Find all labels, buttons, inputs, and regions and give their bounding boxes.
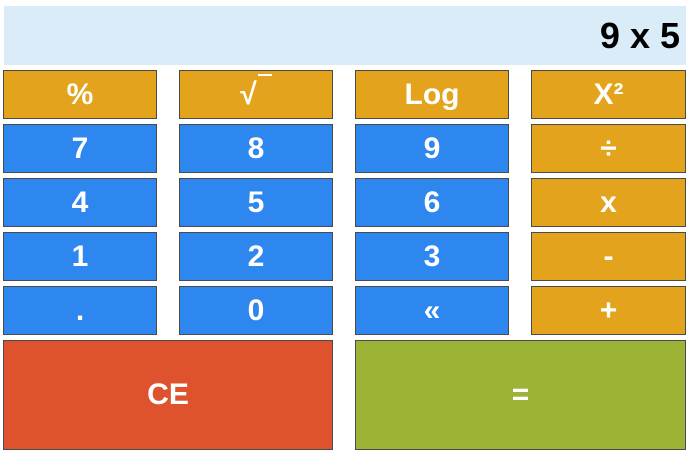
digit-5-label: 5 — [247, 185, 265, 219]
calculator-display: 9 x 5 — [4, 6, 686, 65]
percent-button[interactable]: % — [3, 70, 157, 119]
multiply-label: x — [600, 185, 617, 219]
digit-9-button[interactable]: 9 — [355, 124, 509, 173]
minus-button[interactable]: - — [531, 232, 686, 281]
digit-1-label: 1 — [71, 239, 89, 273]
square-root-label: √ — [240, 77, 257, 111]
square-label: X² — [593, 77, 624, 111]
backspace-icon: « — [423, 293, 441, 327]
digit-4-label: 4 — [71, 185, 89, 219]
square-button[interactable]: X² — [531, 70, 686, 119]
digit-2-button[interactable]: 2 — [179, 232, 333, 281]
digit-6-label: 6 — [423, 185, 441, 219]
equals-button[interactable]: = — [355, 340, 686, 450]
digit-8-button[interactable]: 8 — [179, 124, 333, 173]
clear-entry-label: CE — [147, 378, 189, 411]
decimal-point-button[interactable]: . — [3, 286, 157, 335]
digit-2-label: 2 — [247, 239, 265, 273]
digit-8-label: 8 — [247, 131, 265, 165]
digit-6-button[interactable]: 6 — [355, 178, 509, 227]
square-root-icon: √ — [240, 73, 272, 112]
digit-7-label: 7 — [71, 131, 89, 165]
log-button[interactable]: Log — [355, 70, 509, 119]
clear-entry-button[interactable]: CE — [3, 340, 333, 450]
backspace-button[interactable]: « — [355, 286, 509, 335]
minus-label: - — [603, 239, 614, 273]
plus-button[interactable]: + — [531, 286, 686, 335]
divide-button[interactable]: ÷ — [531, 124, 686, 173]
digit-1-button[interactable]: 1 — [3, 232, 157, 281]
multiply-button[interactable]: x — [531, 178, 686, 227]
digit-9-label: 9 — [423, 131, 441, 165]
plus-label: + — [599, 293, 618, 327]
decimal-point-label: . — [75, 293, 85, 327]
digit-3-button[interactable]: 3 — [355, 232, 509, 281]
log-label: Log — [404, 77, 460, 111]
digit-5-button[interactable]: 5 — [179, 178, 333, 227]
equals-label: = — [511, 378, 530, 411]
digit-0-label: 0 — [247, 293, 265, 327]
digit-3-label: 3 — [423, 239, 441, 273]
digit-0-button[interactable]: 0 — [179, 286, 333, 335]
display-expression: 9 x 5 — [599, 14, 680, 56]
square-root-button[interactable]: √ — [179, 70, 333, 119]
percent-label: % — [66, 77, 94, 111]
digit-7-button[interactable]: 7 — [3, 124, 157, 173]
digit-4-button[interactable]: 4 — [3, 178, 157, 227]
divide-label: ÷ — [600, 131, 617, 165]
